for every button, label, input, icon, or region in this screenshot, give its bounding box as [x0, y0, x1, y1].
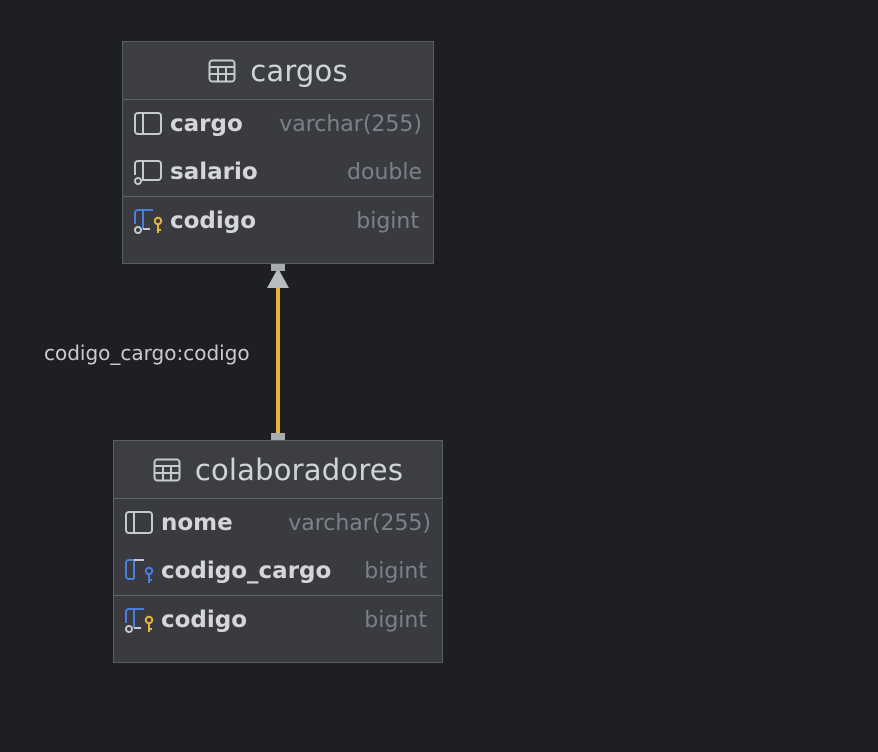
- key-row[interactable]: codigo bigint: [123, 197, 433, 245]
- key-name: codigo: [161, 607, 248, 633]
- table-colaboradores[interactable]: colaboradores nome varchar(255) codigo_c…: [113, 440, 443, 663]
- key-row[interactable]: codigo bigint: [114, 596, 442, 644]
- arrow-head: [267, 268, 289, 288]
- table-title: cargos: [250, 53, 348, 88]
- table-title: colaboradores: [194, 452, 404, 487]
- column-row[interactable]: codigo_cargo bigint: [114, 547, 442, 595]
- table-header: cargos: [123, 42, 433, 100]
- column-type: varchar(255): [279, 111, 422, 137]
- column-name: salario: [170, 159, 258, 185]
- key-type: bigint: [364, 607, 427, 633]
- relationship-label: codigo_cargo:codigo: [44, 341, 250, 365]
- column-icon: [125, 511, 153, 534]
- primary-key-icon: [134, 209, 163, 234]
- column-name: nome: [161, 510, 233, 536]
- column-type: double: [347, 159, 422, 185]
- key-name: codigo: [170, 208, 257, 234]
- column-name: codigo_cargo: [161, 558, 332, 584]
- column-row[interactable]: salario double: [123, 148, 433, 196]
- key-divider: [123, 196, 433, 197]
- key-type: bigint: [356, 208, 419, 234]
- table-icon: [208, 59, 236, 82]
- key-divider: [114, 595, 442, 596]
- table-header: colaboradores: [114, 441, 442, 499]
- column-name: cargo: [170, 111, 243, 137]
- column-type: bigint: [364, 558, 427, 584]
- nullable-column-icon: [134, 160, 162, 185]
- column-type: varchar(255): [288, 510, 431, 536]
- column-row[interactable]: cargo varchar(255): [123, 100, 433, 148]
- table-cargos[interactable]: cargos cargo varchar(255) salario double: [122, 41, 434, 264]
- primary-key-icon: [125, 608, 154, 633]
- column-icon: [134, 112, 162, 135]
- foreign-key-icon: [125, 559, 154, 583]
- column-row[interactable]: nome varchar(255): [114, 499, 442, 547]
- table-icon: [153, 458, 181, 481]
